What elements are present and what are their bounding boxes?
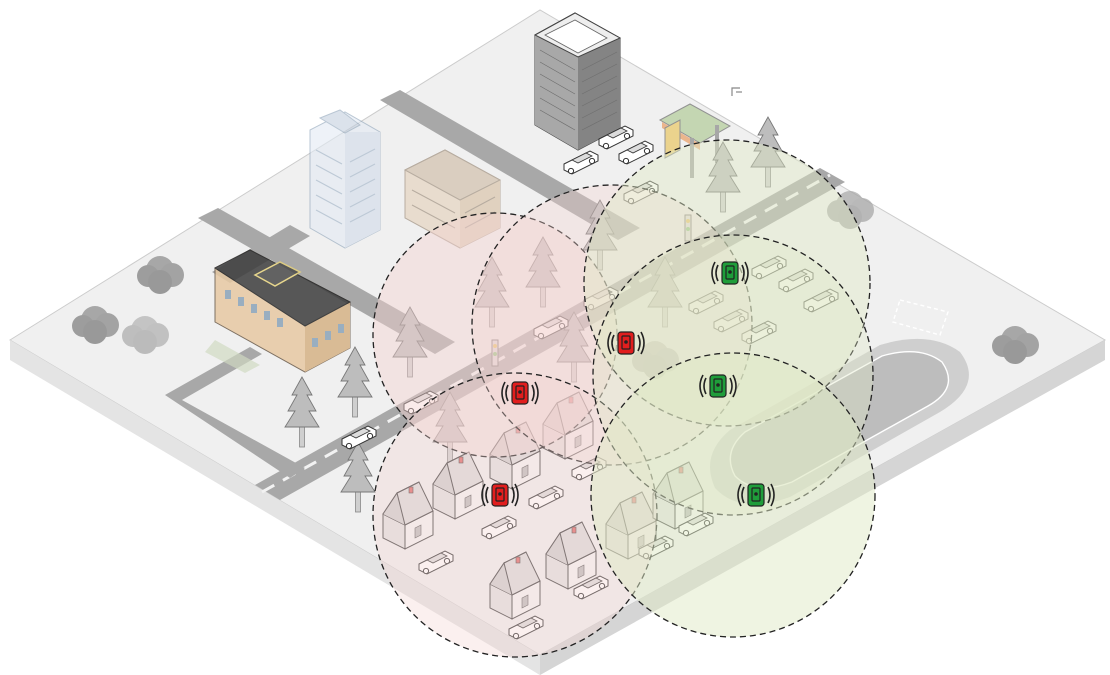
residential-tower-icon [309,109,381,249]
upper-road [380,90,640,240]
traffic-light-icon [491,339,499,367]
coverage-zone [372,212,618,458]
lower-road [165,347,305,478]
expand-icon[interactable] [731,87,742,96]
office-tower-icon [533,12,622,151]
school-icon [205,249,352,373]
coverage-zone [590,352,876,638]
gas-station-icon [658,103,732,178]
traffic-light-icon [684,214,692,242]
apartment-building-icon [403,149,502,249]
traffic-lights [491,214,692,367]
